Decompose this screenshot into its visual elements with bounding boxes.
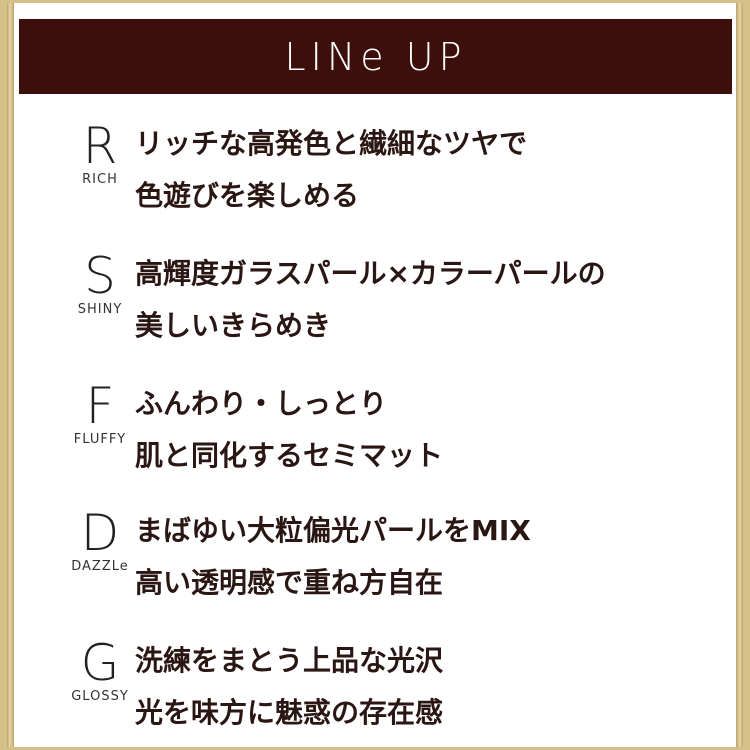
badge-word: GLOSSY xyxy=(71,689,129,704)
lineup-item-rich: R RICH リッチな高発色と繊細なツヤで 色遊びを楽しめる xyxy=(55,118,715,228)
badge-rich: R RICH xyxy=(55,118,145,218)
badge-word: DAZZLe xyxy=(71,559,129,574)
badge-shiny: S SHINY xyxy=(55,248,145,348)
item-description: リッチな高発色と繊細なツヤで 色遊びを楽しめる xyxy=(135,118,527,222)
description-line-2: 色遊びを楽しめる xyxy=(135,179,360,212)
description-line-1: ふんわり・しっとり xyxy=(135,387,388,420)
item-description: ふんわり・しっとり 肌と同化するセミマット xyxy=(135,378,443,482)
lineup-item-glossy: G GLOSSY 洗練をまとう上品な光沢 光を味方に魅惑の存在感 xyxy=(55,635,715,745)
lineup-item-shiny: S SHINY 高輝度ガラスパール×カラーパールの 美しいきらめき xyxy=(55,248,715,358)
description-line-2: 高い透明感で重ね方自在 xyxy=(135,566,444,599)
description-line-2: 光を味方に魅惑の存在感 xyxy=(135,696,444,729)
badge-word: RICH xyxy=(82,172,118,187)
badge-word: SHINY xyxy=(77,302,123,317)
description-line-1: 高輝度ガラスパール×カラーパールの xyxy=(135,257,606,290)
badge-letter: F xyxy=(85,377,115,435)
badge-glossy: G GLOSSY xyxy=(55,635,145,735)
item-description: 高輝度ガラスパール×カラーパールの 美しいきらめき xyxy=(135,248,606,352)
badge-dazzle: D DAZZLe xyxy=(55,505,145,605)
description-line-2: 美しいきらめき xyxy=(135,309,332,342)
description-line-2: 肌と同化するセミマット xyxy=(135,439,444,472)
description-line-1: リッチな高発色と繊細なツヤで xyxy=(135,127,528,160)
description-line-1: まばゆい大粒偏光パールをMIX xyxy=(135,514,531,547)
badge-letter: S xyxy=(84,247,116,305)
badge-letter: G xyxy=(80,634,120,692)
description-line-1: 洗練をまとう上品な光沢 xyxy=(135,644,444,677)
lineup-item-dazzle: D DAZZLe まばゆい大粒偏光パールをMIX 高い透明感で重ね方自在 xyxy=(55,505,715,615)
badge-fluffy: F FLUFFY xyxy=(55,378,145,478)
badge-letter: R xyxy=(82,117,118,175)
header-title: LINe UP xyxy=(284,34,467,79)
badge-letter: D xyxy=(80,504,120,562)
lineup-item-fluffy: F FLUFFY ふんわり・しっとり 肌と同化するセミマット xyxy=(55,378,715,488)
item-description: まばゆい大粒偏光パールをMIX 高い透明感で重ね方自在 xyxy=(135,505,531,609)
item-description: 洗練をまとう上品な光沢 光を味方に魅惑の存在感 xyxy=(135,635,443,739)
badge-word: FLUFFY xyxy=(73,432,127,447)
lineup-header: LINe UP xyxy=(19,19,732,94)
